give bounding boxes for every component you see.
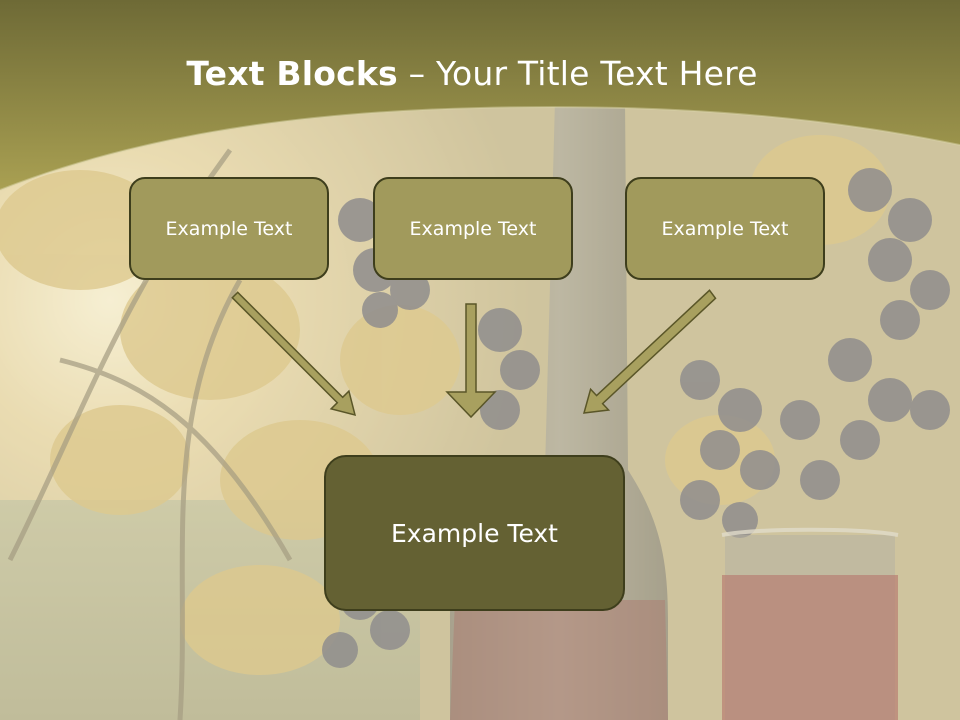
text-block-1[interactable]: Example Text [129, 177, 329, 280]
title-bold-part: Text Blocks [186, 54, 398, 93]
header-band [0, 0, 960, 191]
title-rest: Your Title Text Here [435, 54, 758, 93]
main-text-block-label: Example Text [391, 518, 558, 548]
text-block-3-label: Example Text [661, 217, 789, 240]
main-text-block[interactable]: Example Text [324, 455, 625, 611]
slide-title: Text Blocks – Your Title Text Here [0, 54, 944, 93]
text-block-3[interactable]: Example Text [625, 177, 825, 280]
text-block-1-label: Example Text [165, 217, 293, 240]
text-block-2-label: Example Text [409, 217, 537, 240]
text-block-2[interactable]: Example Text [373, 177, 573, 280]
title-dash: – [397, 54, 436, 93]
